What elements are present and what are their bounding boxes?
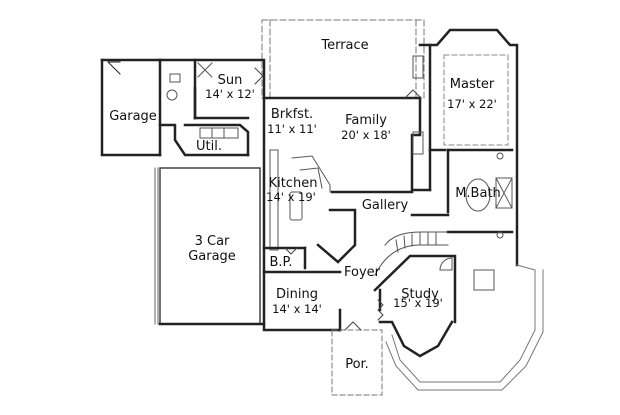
room-label-kitchen: Kitchen: [268, 176, 318, 191]
room-label-porch: Por.: [345, 357, 369, 372]
master-walls: [418, 28, 519, 267]
three-car-garage-walls: [154, 167, 266, 326]
room-size-kitchen: 14' x 19': [266, 190, 316, 204]
sun-room-walls: [158, 58, 266, 120]
room-size-dining: 14' x 14': [272, 302, 322, 316]
room-label-mbath: M.Bath: [455, 186, 501, 201]
room-label-util: Util.: [196, 139, 222, 154]
util-walls: [158, 123, 250, 157]
terrace-outline: [261, 19, 425, 99]
room-label-study: Study: [401, 287, 439, 302]
room-label-garage: Garage: [109, 109, 157, 124]
room-size-brkfst: 11' x 11': [267, 122, 317, 136]
room-label-terrace: Terrace: [321, 38, 369, 53]
room-label-sun: Sun: [217, 73, 243, 88]
house-exterior-walls: [262, 96, 432, 332]
garage-walls: [100, 58, 162, 157]
room-label-3-car-garage: Garage: [188, 249, 236, 264]
room-label-3-car: 3 Car: [194, 234, 230, 249]
study-porch-outline: [385, 264, 544, 391]
gallery-walls: [316, 190, 450, 264]
room-size-family: 20' x 18': [341, 128, 391, 142]
room-label-gallery: Gallery: [361, 198, 409, 213]
room-label-dining: Dining: [276, 287, 318, 302]
staircase: [374, 231, 453, 276]
door-swings: [254, 67, 422, 331]
study-walls: [373, 254, 457, 358]
room-label-master: Master: [449, 77, 495, 92]
room-label-brkfst: Brkfst.: [270, 107, 314, 122]
room-label-foyer: Foyer: [343, 265, 381, 280]
room-size-master: 17' x 22': [447, 97, 497, 111]
porch-outline: [331, 329, 383, 396]
room-size-study: 15' x 19': [393, 296, 443, 310]
room-label-bp: B.P.: [269, 255, 293, 270]
room-label-family: Family: [345, 113, 387, 128]
room-size-sun: 14' x 12': [205, 87, 255, 101]
